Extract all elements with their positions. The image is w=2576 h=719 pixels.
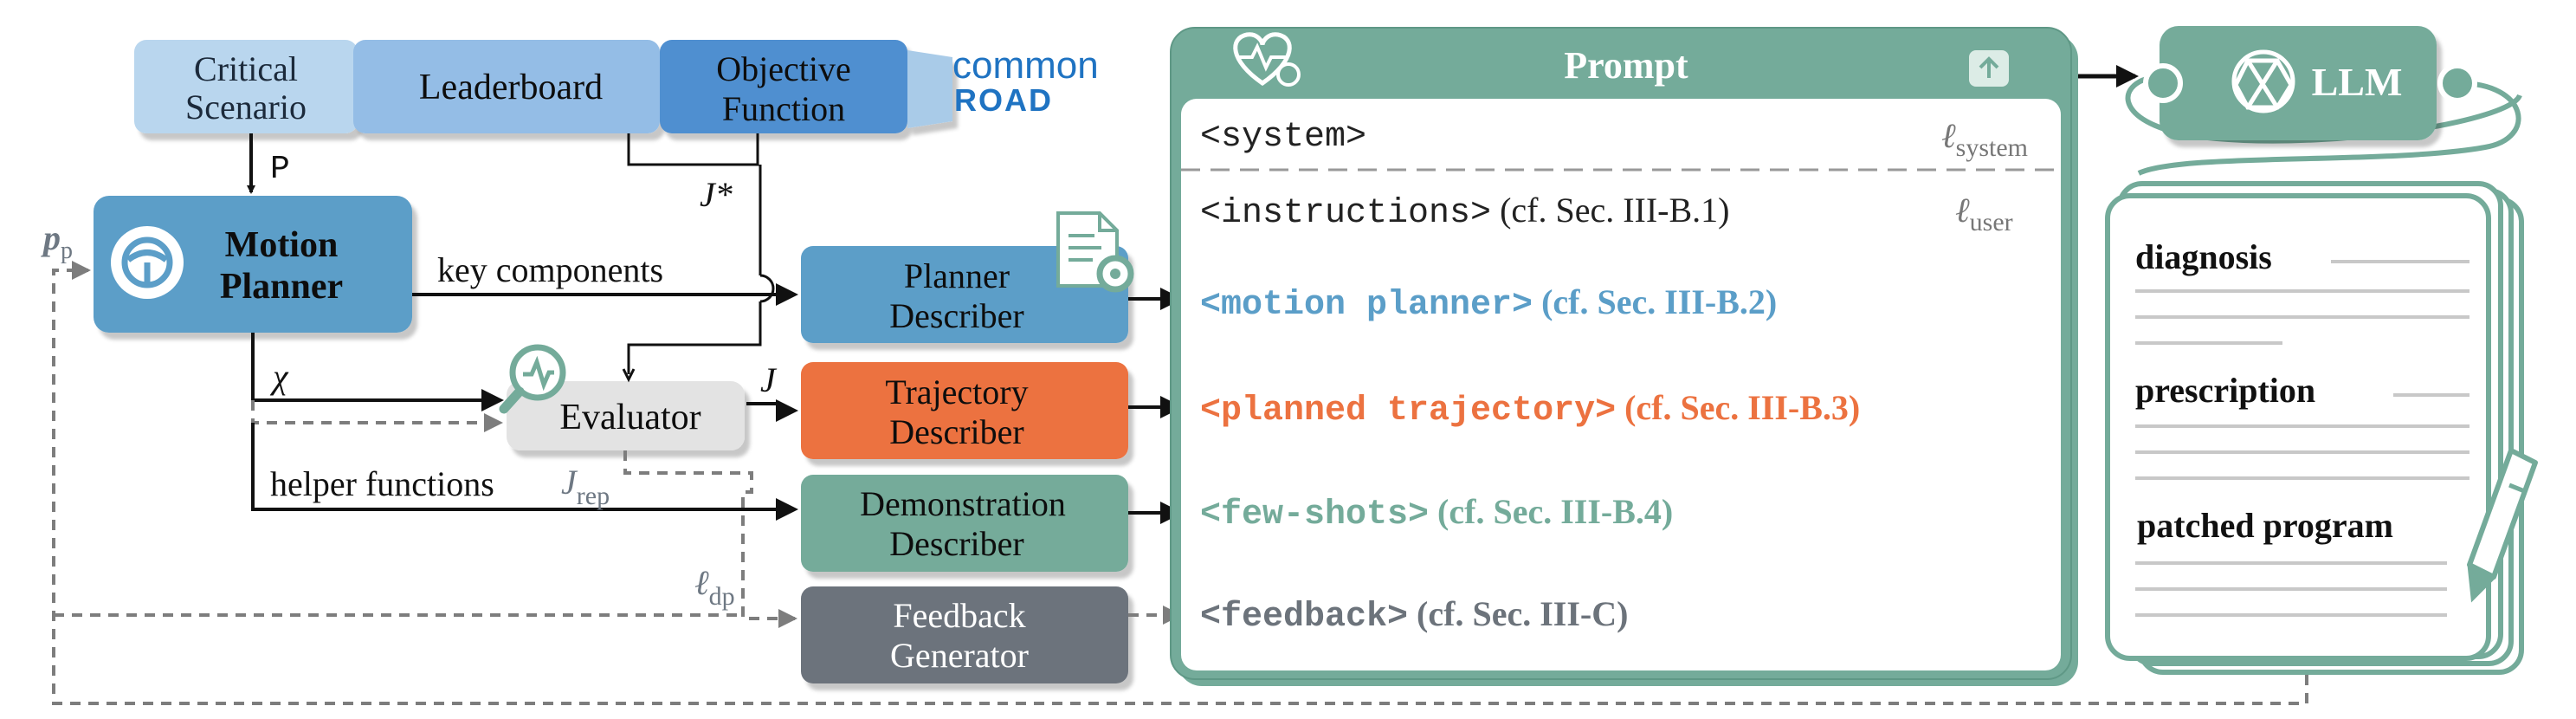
response-diagnosis-lines [2135,260,2469,345]
prompt-motion-planner-ref: (cf. Sec. III-B.2) [1533,282,1777,321]
edge-label-p-p: pp [41,218,73,264]
edge-label-l-dp-sub: dp [709,582,735,611]
edge-label-key-components: key components [437,250,663,289]
edge-labels: P J* key components χ J helper functions… [41,151,778,611]
edge-label-j-rep-sub: rep [577,482,610,510]
pen-icon [2467,448,2538,603]
edge-label-chi: χ [269,357,289,396]
openai-logo-icon [2231,49,2295,113]
demonstration-describer-box: Demonstration Describer [801,475,1128,572]
evaluator-label: Evaluator [559,398,700,437]
planner-describer-line1: Planner [904,256,1010,295]
edge-label-l-dp-base: ℓ [694,563,709,602]
prompt-system-label-sub: system [1956,133,2028,162]
prompt-system-tag: <system> [1200,118,1366,157]
response-stack: diagnosis prescription patched program [2105,181,2538,675]
prompt-feedback-row: <feedback> (cf. Sec. III-C) [1200,594,1628,637]
commonroad-logo: common ROAD [952,44,1099,118]
prompt-instructions-tag: <instructions> [1200,194,1491,233]
prompt-trajectory-ref: (cf. Sec. III-B.3) [1616,388,1860,427]
prompt-instructions-row: <instructions> (cf. Sec. III-B.1) [1200,191,1730,233]
edge-label-p-p-sub: p [61,237,73,264]
demonstration-describer-line1: Demonstration [860,484,1066,523]
prompt-user-label: ℓuser [1955,191,2013,236]
document-gear-icon [1056,211,1134,293]
llm-label: LLM [2312,60,2403,104]
trajectory-describer-line2: Describer [889,412,1023,451]
leaderboard-label: Leaderboard [419,68,603,107]
magnifier-chart-icon [499,344,566,414]
trajectory-describer-line1: Trajectory [885,372,1028,411]
response-patched-program: patched program [2137,506,2393,545]
prompt-panel: Prompt <system> ℓsystem <instructions> (… [1170,27,2078,686]
prompt-feedback-ref: (cf. Sec. III-C) [1408,594,1628,633]
motion-planner-line1: Motion [225,225,339,265]
prompt-trajectory-row: <planned trajectory> (cf. Sec. III-B.3) [1200,388,1860,431]
prompt-user-label-sub: user [1970,208,2013,236]
prompt-system-label-base: ℓ [1941,116,1956,155]
critical-scenario-line2: Scenario [185,87,307,126]
objective-function-line1: Objective [716,49,851,88]
edge-label-l-dp: ℓdp [694,563,735,611]
planner-describer-box: Planner Describer [801,246,1128,343]
edge-label-p: P [270,151,290,188]
planner-describer-line2: Describer [889,296,1023,335]
prompt-fewshots-row: <few-shots> (cf. Sec. III-B.4) [1200,492,1673,534]
response-program-lines [2135,561,2447,617]
edge-label-j-rep-base: J [561,463,578,502]
leaderboard-box: Leaderboard [353,40,660,133]
commonroad-logo-line1: common [952,44,1099,87]
prompt-fewshots-ref: (cf. Sec. III-B.4) [1429,492,1673,531]
feedback-generator-box: Feedback Generator [801,586,1128,683]
response-diagnosis: diagnosis [2135,237,2272,276]
llm-box: LLM [2125,26,2522,176]
prompt-motion-planner-row: <motion planner> (cf. Sec. III-B.2) [1200,282,1777,325]
critical-scenario-box: Critical Scenario [134,40,358,133]
motion-planner-line2: Planner [220,267,343,307]
prompt-system-label: ℓsystem [1941,116,2028,162]
upload-arrow-icon[interactable] [1969,50,2009,87]
response-prescription-lines [2135,393,2469,480]
heart-pulse-icon [1233,32,1301,87]
edge-label-j-star: J* [700,175,733,214]
edge-label-j: J [760,360,778,399]
steering-wheel-icon [121,236,173,288]
trajectory-describer-box: Trajectory Describer [801,362,1128,459]
prompt-title: Prompt [1564,44,1688,87]
prompt-fewshots-tag: <few-shots> [1200,496,1429,534]
prompt-feedback-tag: <feedback> [1200,598,1408,637]
prompt-trajectory-tag: <planned trajectory> [1200,392,1616,431]
connectors [52,65,2308,705]
edge-label-j-rep: Jrep [561,463,610,510]
edge-label-helper-functions: helper functions [270,464,494,503]
prompt-motion-planner-tag: <motion planner> [1200,286,1533,325]
critical-scenario-line1: Critical [194,49,298,88]
demonstration-describer-line2: Describer [889,524,1023,563]
prompt-user-label-base: ℓ [1955,191,1970,230]
prompt-instructions-ref: (cf. Sec. III-B.1) [1491,191,1729,230]
feedback-generator-line2: Generator [890,636,1029,675]
commonroad-logo-line2: ROAD [954,82,1053,118]
response-prescription: prescription [2135,371,2315,410]
evaluator-box: Evaluator [507,381,745,450]
objective-function-line2: Function [722,89,845,128]
motion-planner-box: Motion Planner [94,196,412,333]
edge-label-p-p-base: p [41,218,61,257]
objective-function-box: Objective Function [660,40,952,133]
feedback-generator-line1: Feedback [893,596,1025,635]
